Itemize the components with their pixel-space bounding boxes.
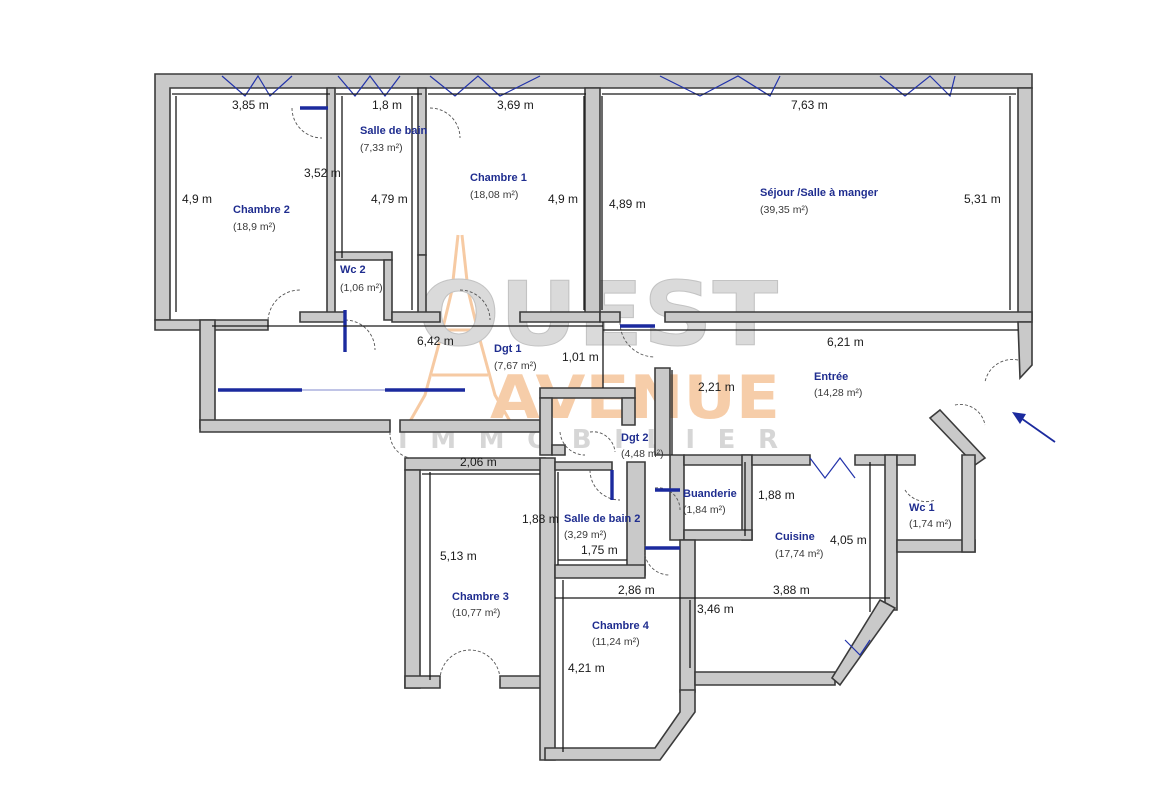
- wardrobes: [218, 106, 680, 550]
- dim-188a: 1,88 m: [758, 488, 795, 502]
- dimension-lines: [172, 93, 1018, 752]
- doors: [267, 107, 1019, 681]
- dimension-labels: 3,85 m 1,8 m 3,69 m 7,63 m 3,52 m 4,9 m …: [182, 98, 1001, 675]
- room-wc1-area: (1,74 m²): [909, 518, 952, 530]
- walls: [154, 73, 1033, 761]
- dim-188b: 1,88 m: [522, 512, 559, 526]
- dim-18: 1,8 m: [372, 98, 402, 112]
- room-chambre2-area: (18,9 m²): [233, 221, 276, 233]
- room-sdb2-name: Salle de bain 2: [564, 513, 640, 525]
- dim-388: 3,88 m: [773, 583, 810, 597]
- dim-369: 3,69 m: [497, 98, 534, 112]
- room-cuisine-area: (17,74 m²): [775, 548, 823, 560]
- room-sdb2-area: (3,29 m²): [564, 529, 607, 541]
- dim-531: 5,31 m: [964, 192, 1001, 206]
- room-cuisine-name: Cuisine: [775, 531, 815, 543]
- room-entree-area: (14,28 m²): [814, 387, 862, 399]
- room-dgt2-area: (4,48 m²): [621, 448, 664, 460]
- room-buanderie-area: (1,84 m²): [683, 504, 726, 516]
- room-wc2-name: Wc 2: [340, 264, 366, 276]
- arrow-icon: [1012, 412, 1056, 443]
- room-entree-name: Entrée: [814, 371, 848, 383]
- room-dgt1-name: Dgt 1: [494, 343, 522, 355]
- dim-479: 4,79 m: [371, 192, 408, 206]
- room-sejour-name: Séjour /Salle à manger: [760, 187, 879, 199]
- room-chambre1-area: (18,08 m²): [470, 189, 518, 201]
- room-wc2-area: (1,06 m²): [340, 282, 383, 294]
- dim-489: 4,89 m: [609, 197, 646, 211]
- room-chambre4-area: (11,24 m²): [592, 636, 640, 648]
- room-chambre3-area: (10,77 m²): [452, 607, 500, 619]
- dim-352: 3,52 m: [304, 166, 341, 180]
- room-dgt2-name: Dgt 2: [621, 432, 649, 444]
- room-labels: Chambre 2 (18,9 m²) Salle de bain (7,33 …: [233, 125, 952, 648]
- eiffel-tower-logo-icon: [403, 234, 517, 431]
- dim-49a: 4,9 m: [182, 192, 212, 206]
- dim-642: 6,42 m: [417, 334, 454, 348]
- room-sdb-area: (7,33 m²): [360, 142, 403, 154]
- dim-405: 4,05 m: [830, 533, 867, 547]
- room-chambre1-name: Chambre 1: [470, 172, 527, 184]
- room-chambre4-name: Chambre 4: [592, 620, 650, 632]
- dim-346: 3,46 m: [697, 602, 734, 616]
- room-chambre3-name: Chambre 3: [452, 591, 509, 603]
- room-buanderie-name: Buanderie: [683, 488, 737, 500]
- room-chambre2-name: Chambre 2: [233, 204, 290, 216]
- room-sdb-name: Salle de bain: [360, 125, 428, 137]
- dim-101: 1,01 m: [562, 350, 599, 364]
- dim-421: 4,21 m: [568, 661, 605, 675]
- room-sejour-area: (39,35 m²): [760, 204, 808, 216]
- windows: [221, 74, 956, 656]
- room-wc1-name: Wc 1: [909, 502, 935, 514]
- dim-221: 2,21 m: [698, 380, 735, 394]
- room-dgt1-area: (7,67 m²): [494, 360, 537, 372]
- dim-175: 1,75 m: [581, 543, 618, 557]
- dim-621: 6,21 m: [827, 335, 864, 349]
- dim-49b: 4,9 m: [548, 192, 578, 206]
- dim-763: 7,63 m: [791, 98, 828, 112]
- dim-286: 2,86 m: [618, 583, 655, 597]
- dim-206: 2,06 m: [460, 455, 497, 469]
- dim-385: 3,85 m: [232, 98, 269, 112]
- dim-513: 5,13 m: [440, 549, 477, 563]
